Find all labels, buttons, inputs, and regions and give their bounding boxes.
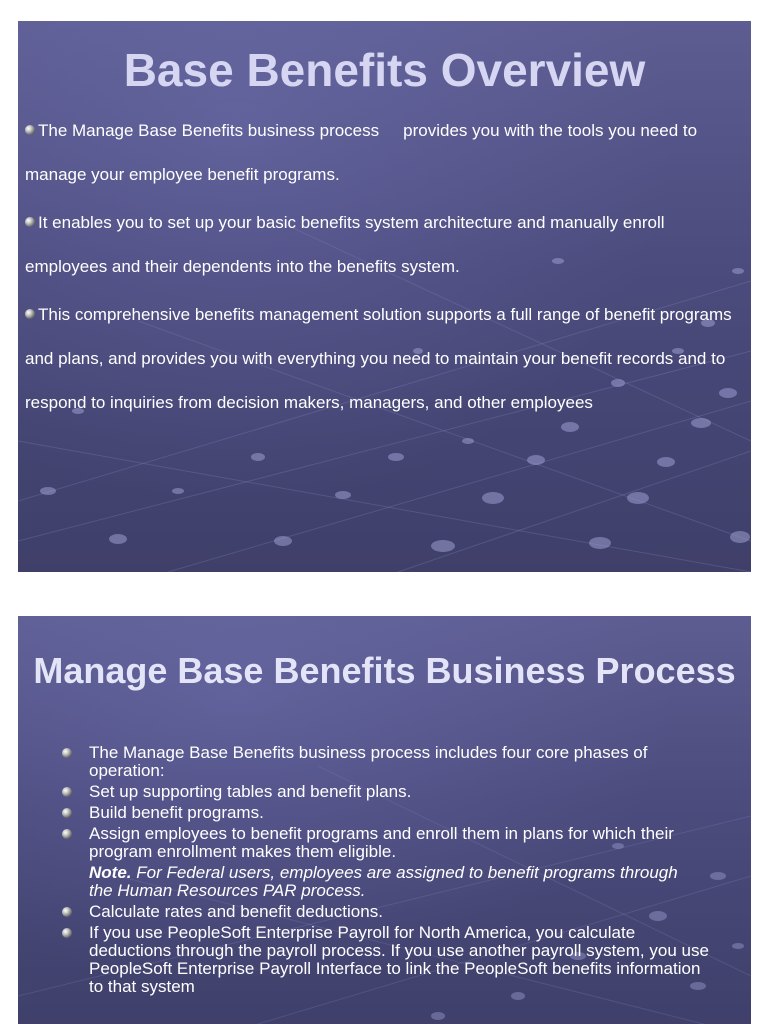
list-item: Build benefit programs. <box>18 804 751 822</box>
bullet-sphere-icon <box>62 928 72 938</box>
bullet-sphere-icon <box>25 217 35 227</box>
note-label: Note. <box>89 863 132 882</box>
list-item: If you use PeopleSoft Enterprise Payroll… <box>18 924 751 996</box>
paragraph-text-part-a: The Manage Base Benefits business proces… <box>38 121 380 140</box>
bullet-sphere-icon <box>62 829 72 839</box>
slide-manage-base-benefits-process: Manage Base Benefits Business Process Th… <box>18 616 751 1024</box>
slide-title: Base Benefits Overview <box>123 43 646 96</box>
list-item-text: If you use PeopleSoft Enterprise Payroll… <box>89 923 709 996</box>
paragraph-text: It enables you to set up your basic bene… <box>25 213 665 276</box>
federal-note: Note. For Federal users, employees are a… <box>18 864 751 900</box>
slide-title: Manage Base Benefits Business Process <box>33 649 736 691</box>
list-item-text: Assign employees to benefit programs and… <box>89 824 674 861</box>
bullet-sphere-icon <box>62 787 72 797</box>
list-item-text: Build benefit programs. <box>89 803 264 822</box>
list-item: Assign employees to benefit programs and… <box>18 825 751 861</box>
bullet-sphere-icon <box>25 125 35 135</box>
list-item-text: Set up supporting tables and benefit pla… <box>89 782 412 801</box>
paragraph-text-part-b: provides you with the tools you need to … <box>25 121 698 184</box>
bullet-sphere-icon <box>62 808 72 818</box>
bullet-sphere-icon <box>25 309 35 319</box>
bullet-sphere-icon <box>62 748 72 758</box>
phases-bullet-list: The Manage Base Benefits business proces… <box>18 744 751 999</box>
list-item-text: Calculate rates and benefit deductions. <box>89 902 383 921</box>
list-item: Calculate rates and benefit deductions. <box>18 903 751 921</box>
list-item: Set up supporting tables and benefit pla… <box>18 783 751 801</box>
overview-paragraph: The Manage Base Benefits business proces… <box>25 109 747 197</box>
overview-paragraph: It enables you to set up your basic bene… <box>25 201 747 289</box>
paragraph-text: This comprehensive benefits management s… <box>25 305 732 412</box>
slide-base-benefits-overview: Base Benefits Overview The Manage Base B… <box>18 21 751 572</box>
list-item: The Manage Base Benefits business proces… <box>18 744 751 780</box>
note-text: For Federal users, employees are assigne… <box>89 863 678 900</box>
overview-paragraph: This comprehensive benefits management s… <box>25 293 747 425</box>
list-item-text: The Manage Base Benefits business proces… <box>89 743 648 780</box>
bullet-sphere-icon <box>62 907 72 917</box>
